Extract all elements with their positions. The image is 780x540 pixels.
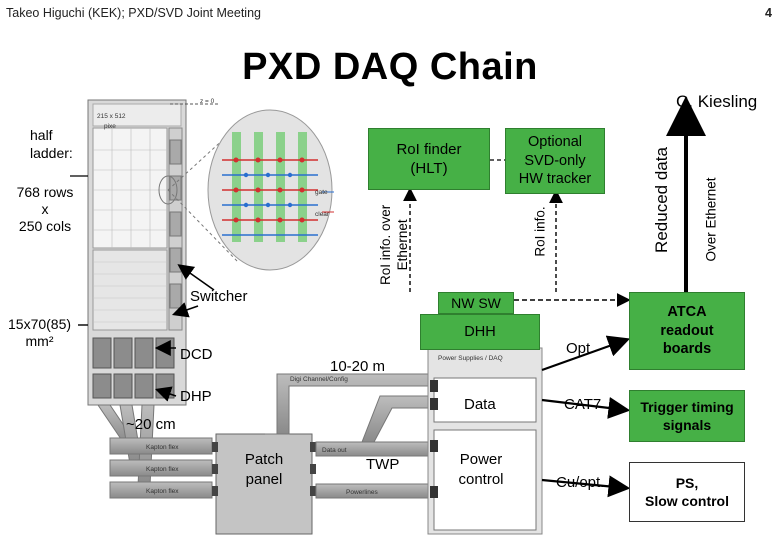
digi-channel-label: Digi Channel/Config — [290, 376, 348, 383]
patch-panel-label: Patch panel — [244, 451, 284, 488]
opt-label: Opt. — [566, 340, 595, 357]
roi-finder-box: RoI finder (HLT) — [368, 128, 490, 190]
half-ladder — [87, 99, 220, 406]
page-number: 4 — [765, 6, 772, 20]
cu-opt-label: Cu/opt. — [556, 474, 605, 491]
pixel-array-label: 215 x 512 — [97, 113, 126, 120]
svd-tracker-box: Optional SVD-only HW tracker — [505, 128, 605, 194]
dhp-label: DHP — [180, 388, 212, 405]
power-supplies-label: Power Supplies / DAQ — [438, 355, 503, 362]
rows-cols-label: 768 rows x 250 cols — [16, 184, 74, 234]
cable-length-label: ~20 cm — [126, 416, 176, 433]
page-title: PXD DAQ Chain — [242, 46, 538, 88]
clear-label: clear — [315, 211, 330, 218]
distance-label: 10-20 m — [330, 358, 386, 375]
powerlines-label: Powerlines — [346, 489, 379, 496]
dhh-box: DHH — [420, 314, 540, 350]
twp-label: TWP — [366, 456, 400, 473]
reduced-data-label: Reduced data — [652, 147, 671, 253]
cat7-label: CAT7 — [564, 396, 602, 413]
trigger-box: Trigger timing signals — [629, 390, 745, 442]
power-control-label: Power control — [458, 451, 504, 488]
roi-ethernet-label: RoI info. over Ethernet — [378, 204, 410, 286]
over-ethernet-label: Over Ethernet — [703, 177, 719, 262]
kapton-1: Kapton flex — [146, 444, 179, 451]
kapton-2: Kapton flex — [146, 466, 179, 473]
pixel-array-label-2: pixe — [104, 123, 116, 130]
gate-label: gate — [315, 189, 328, 196]
header-left: Takeo Higuchi (KEK); PXD/SVD Joint Meeti… — [6, 6, 261, 20]
pixel-zoom — [158, 109, 334, 271]
switcher-label: Switcher — [190, 288, 248, 305]
ps-box: PS, Slow control — [629, 462, 745, 522]
data-out-label: Data out — [322, 447, 347, 454]
data-label: Data — [464, 396, 496, 413]
nw-sw-box: NW SW — [438, 292, 514, 314]
kapton-3: Kapton flex — [146, 488, 179, 495]
roi-info-label: RoI info. — [532, 206, 548, 257]
pixel-size-label: 15x70(85) mm² — [8, 316, 72, 349]
half-ladder-label: half ladder: — [30, 127, 73, 162]
atca-box: ATCA readout boards — [629, 292, 745, 370]
z0-label: z = 0 — [200, 98, 215, 105]
patch-panel — [215, 433, 313, 535]
dcd-label: DCD — [180, 346, 213, 363]
